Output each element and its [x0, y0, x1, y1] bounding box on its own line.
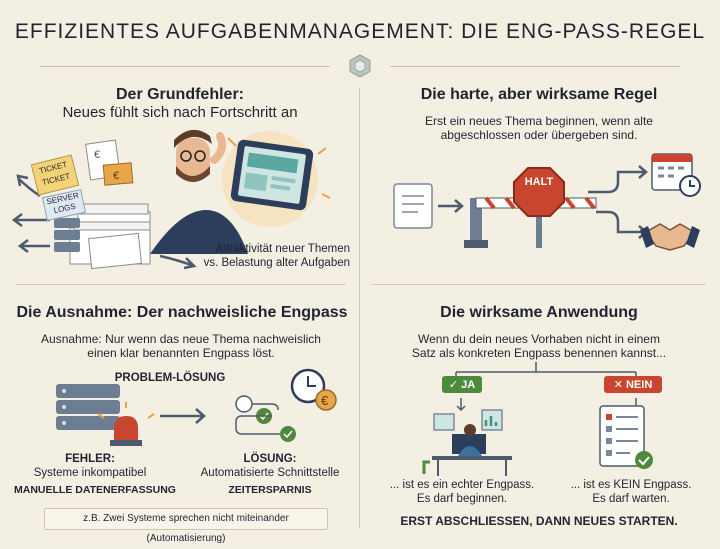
title-divider-right	[390, 66, 680, 67]
glowing-tablet-icon	[222, 131, 331, 227]
error-description: FEHLER: Systeme inkompatibel	[20, 452, 160, 480]
yes-result-line2: Es darf beginnen.	[416, 493, 508, 505]
error-tag: MANUELLE DATENERFASSUNG	[14, 484, 176, 496]
q4-text-line2: Satz als konkreten Engpass benennen kann…	[411, 346, 667, 360]
q1-caption-line1: Attraktivität neuer Themen	[215, 243, 350, 255]
arrow-left-icon	[11, 213, 50, 227]
yes-badge: ✓ JA	[442, 376, 482, 393]
stop-sign-icon	[513, 167, 565, 217]
calendar-clock-icon	[651, 153, 701, 197]
q2-text-line2: abgeschlossen oder übergeben sind.	[440, 128, 638, 142]
q1-subheading: Neues fühlt sich nach Fortschritt an	[62, 104, 298, 121]
server-rack-icon	[56, 384, 120, 430]
q1-heading: Der Grundfehler:	[115, 86, 244, 103]
yes-result: ... ist es ein echter Engpass. Es darf b…	[382, 478, 542, 506]
quadrant-divider-vertical	[359, 88, 360, 528]
arrow-left-icon-2	[17, 239, 50, 253]
no-result: ... ist es KEIN Engpass. Es darf warten.	[556, 478, 706, 506]
q4-heading: Die wirksame Anwendung	[440, 304, 638, 321]
hexagon-logo-icon	[349, 54, 371, 78]
person-figure	[150, 129, 248, 254]
arrow-right-icon	[438, 199, 464, 213]
problem-solution-label: PROBLEM-LÖSUNG	[114, 372, 226, 384]
handshake-icon	[640, 223, 700, 251]
q3-text-line1: Ausnahme: Nur wenn das neue Thema nachwe…	[41, 332, 321, 346]
q4-text-line1: Wenn du dein neues Vorhaben nicht in ein…	[418, 332, 660, 346]
no-result-line1: ... ist es KEIN Engpass.	[570, 479, 692, 491]
arrow-branch-down-icon	[596, 210, 648, 239]
q2-text-line1: Erst ein neues Thema beginnen, wenn alte	[425, 114, 653, 128]
example-note: z.B. Zwei Systeme sprechen nicht miteina…	[44, 508, 328, 544]
alarm-light-icon	[97, 402, 155, 446]
person-at-desk-icon	[422, 409, 512, 476]
workflow-icon	[235, 395, 296, 442]
q3-text: Ausnahme: Nur wenn das neue Thema nachwe…	[16, 332, 346, 360]
stop-sign-label: HALT	[524, 176, 554, 188]
q4-text: Wenn du dein neues Vorhaben nicht in ein…	[374, 332, 704, 360]
solution-tag: ZEITERSPARNIS	[228, 484, 312, 496]
q4-illustration	[422, 405, 653, 476]
arrow-branch-up-icon	[588, 165, 648, 194]
q2-heading: Die harte, aber wirksame Regel	[420, 86, 658, 103]
quadrant-divider-right	[372, 284, 706, 285]
solution-title: LÖSUNG:	[243, 453, 297, 465]
q3-heading: Die Ausnahme: Der nachweisliche Engpass	[16, 304, 348, 321]
document-icon	[393, 183, 433, 229]
error-title: FEHLER:	[65, 453, 115, 465]
quadrant-divider-left	[16, 284, 346, 285]
no-badge: ✕ NEIN	[604, 376, 662, 393]
q3-text-line2: einen klar benannten Engpass löst.	[87, 346, 275, 360]
q3-illustration: €	[56, 368, 337, 446]
svg-text:€: €	[321, 393, 329, 408]
solution-description: LÖSUNG: Automatisierte Schnittstelle	[190, 452, 350, 480]
q1-caption-line2: vs. Belastung alter Aufgaben	[203, 257, 350, 269]
paper-stack-icon	[69, 203, 151, 270]
q2-illustration	[393, 153, 701, 251]
svg-text:€: €	[113, 170, 119, 182]
checklist-icon	[599, 405, 653, 469]
q2-text: Erst ein neues Thema beginnen, wenn alte…	[374, 114, 704, 142]
no-result-line2: Es darf warten.	[592, 493, 670, 505]
page-title: EFFIZIENTES AUFGABENMANAGEMENT: DIE ENG-…	[14, 20, 706, 43]
arrow-down-right-icon	[159, 254, 197, 270]
euro-document-icon: € €	[85, 139, 134, 186]
arrow-right-icon-2	[160, 408, 206, 424]
solution-detail: Automatisierte Schnittstelle	[200, 467, 340, 479]
clock-euro-icon: €	[290, 368, 337, 411]
svg-text:€: €	[94, 149, 100, 161]
q1-caption: Attraktivität neuer Themen vs. Belastung…	[200, 242, 350, 270]
server-stack-icon	[54, 218, 80, 252]
title-divider-left	[40, 66, 330, 67]
footer-motto: ERST ABSCHLIESSEN, DANN NEUES STARTEN.	[400, 514, 678, 528]
error-detail: Systeme inkompatibel	[33, 467, 147, 479]
yes-result-line1: ... ist es ein echter Engpass.	[389, 479, 535, 491]
q1-illustration: € €	[11, 129, 331, 270]
